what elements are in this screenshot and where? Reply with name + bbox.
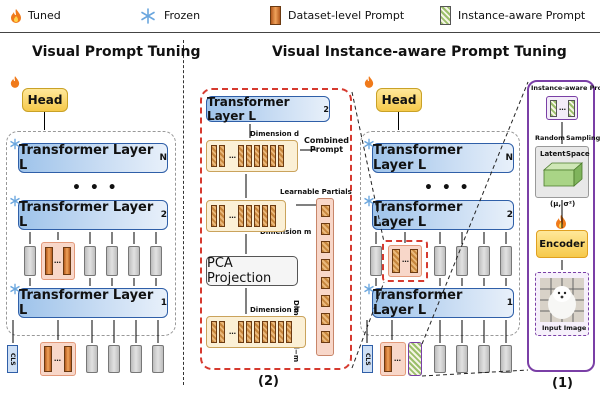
left-dots: • • • [72,180,119,196]
combined-prompt-group: … [388,245,422,277]
latent-label: Latent [540,150,566,158]
instance-prompt-tokens: … [546,96,578,120]
flame-icon [364,76,374,88]
token-placeholder [456,345,468,373]
right-head: Head [376,88,422,112]
dataset-prompt-swatch [270,6,281,25]
center-dim-d-top: Dimension d [250,130,300,138]
center-dim-d-bottom: Dimension d [250,306,300,314]
cls-token: CLS [362,345,373,373]
snowflake-icon [141,8,155,24]
dataset-prompt-tokens: … [206,316,306,348]
legend: Tuned Frozen Dataset-level Prompt Instan… [0,0,600,30]
token-placeholder [130,345,142,373]
dataset-prompt-group: … [40,342,76,376]
token-placeholder [500,246,512,276]
token-placeholder [152,345,164,373]
token-placeholder [500,345,512,373]
instance-prompt-title: Instance-aware Prompt [531,84,600,92]
legend-divider [0,32,600,33]
input-image [540,278,584,322]
right-dots: • • • [424,180,471,196]
token-placeholder [128,246,140,276]
instance-prompt-swatch [440,6,451,25]
center-dim-m: Dimension m [260,228,312,236]
token-placeholder [106,246,118,276]
encoder-panel [527,80,595,372]
combined-prompt-panel [200,88,352,370]
token-placeholder [86,345,98,373]
right-head-arrow [398,112,399,130]
encoder-panel-label: (1) [552,376,573,391]
input-image-label: Input Image [542,324,587,332]
dataset-prompt-group: … [41,242,75,280]
instance-prompt-token [408,342,422,376]
right-title: Visual Instance-aware Prompt Tuning [272,44,567,60]
center-label: (2) [258,374,279,389]
pca-projection-box: PCA Projection [206,256,298,286]
dataset-prompt-group: … [380,342,406,376]
token-placeholder [478,345,490,373]
space-label: Space [566,150,590,158]
left-title: Visual Prompt Tuning [32,44,201,60]
legend-tuned-label: Tuned [28,9,61,22]
encoder-box: Encoder [536,230,588,258]
sampling-label: Sampling [566,134,600,142]
token-placeholder [456,246,468,276]
legend-instance-label: Instance-aware Prompt [458,9,586,22]
left-head-arrow [44,112,45,130]
token-placeholder [434,246,446,276]
flame-icon [10,76,20,88]
projected-tokens: … [206,200,286,232]
combined-prompt-tokens: … [206,140,298,172]
left-head: Head [22,88,68,112]
token-placeholder [434,345,446,373]
mu-sigma-label: (μ, σ²) [550,200,576,208]
token-placeholder [478,246,490,276]
token-placeholder [24,246,36,276]
combined-prompt-label: Combined Prompt [304,136,350,154]
learnable-partials-column [316,198,334,356]
random-label: Random [535,134,565,142]
cls-token: CLS [7,345,18,373]
token-placeholder [84,246,96,276]
legend-frozen-label: Frozen [164,9,201,22]
token-placeholder [370,246,382,276]
legend-dataset-label: Dataset-level Prompt [288,9,405,22]
learnable-partials-label: Learnable Partials [280,188,352,196]
token-placeholder [150,246,162,276]
left-arrows [12,232,159,343]
flame-icon [11,9,21,23]
latent-cube [542,162,584,187]
left-frozen-box [6,131,176,336]
vertical-divider [183,40,184,385]
token-placeholder [108,345,120,373]
